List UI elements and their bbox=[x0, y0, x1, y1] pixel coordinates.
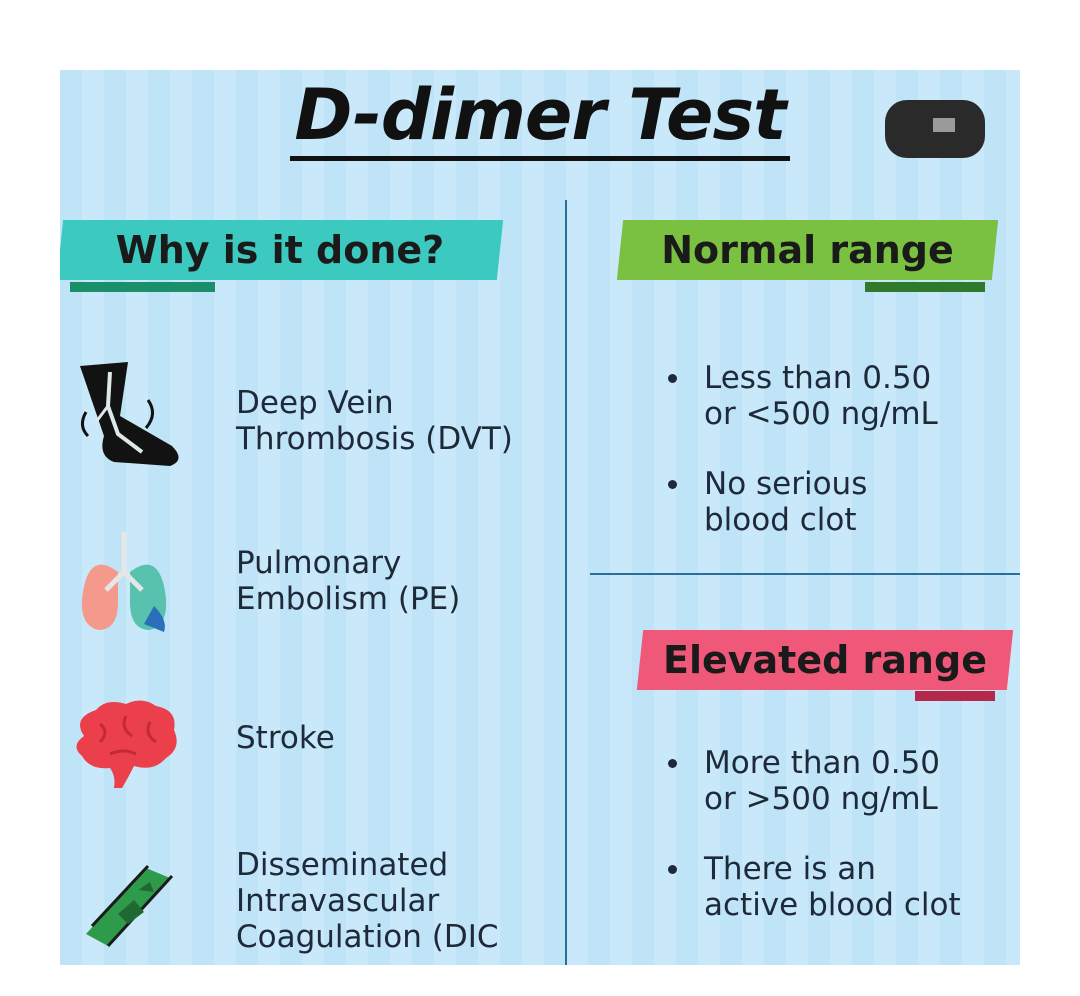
normal-banner: Normal range bbox=[616, 220, 999, 280]
reason-item: Stroke bbox=[236, 720, 335, 756]
reason-item: Pulmonary Embolism (PE) bbox=[236, 545, 460, 617]
camera-icon bbox=[885, 100, 985, 158]
list-item: More than 0.50 or >500 ng/mL bbox=[660, 745, 961, 817]
normal-banner-tail bbox=[865, 282, 985, 292]
reason-label: Deep Vein Thrombosis (DVT) bbox=[236, 385, 513, 457]
list-item: Less than 0.50 or <500 ng/mL bbox=[660, 360, 938, 432]
page-title: D-dimer Test bbox=[60, 74, 1020, 161]
elevated-banner-tail bbox=[915, 691, 995, 701]
elevated-heading: Elevated range bbox=[663, 638, 987, 682]
brain-icon bbox=[76, 700, 177, 788]
why-heading: Why is it done? bbox=[115, 228, 445, 272]
leg-vein-icon bbox=[80, 362, 179, 466]
normal-heading: Normal range bbox=[661, 228, 954, 272]
reason-item: Deep Vein Thrombosis (DVT) bbox=[236, 385, 513, 457]
normal-bullet-list: Less than 0.50 or <500 ng/mL No serious … bbox=[660, 360, 938, 572]
elevated-bullet-list: More than 0.50 or >500 ng/mL There is an… bbox=[660, 745, 961, 957]
list-item: No serious blood clot bbox=[660, 466, 938, 538]
reason-label: Stroke bbox=[236, 720, 335, 756]
reason-label: Pulmonary Embolism (PE) bbox=[236, 545, 461, 617]
reason-item: Disseminated Intravascular Coagulation (… bbox=[236, 847, 499, 955]
lungs-icon bbox=[81, 532, 167, 632]
blood-vessel-icon bbox=[86, 864, 174, 948]
vertical-divider bbox=[565, 200, 567, 965]
why-banner: Why is it done? bbox=[60, 220, 504, 280]
infographic-card: D-dimer Test Why is it done? Normal rang… bbox=[60, 70, 1020, 965]
elevated-banner: Elevated range bbox=[636, 630, 1014, 690]
list-item: There is an active blood clot bbox=[660, 851, 961, 923]
reason-label: Disseminated Intravascular Coagulation (… bbox=[236, 847, 499, 955]
horizontal-divider bbox=[590, 573, 1020, 575]
why-banner-tail bbox=[70, 282, 215, 292]
